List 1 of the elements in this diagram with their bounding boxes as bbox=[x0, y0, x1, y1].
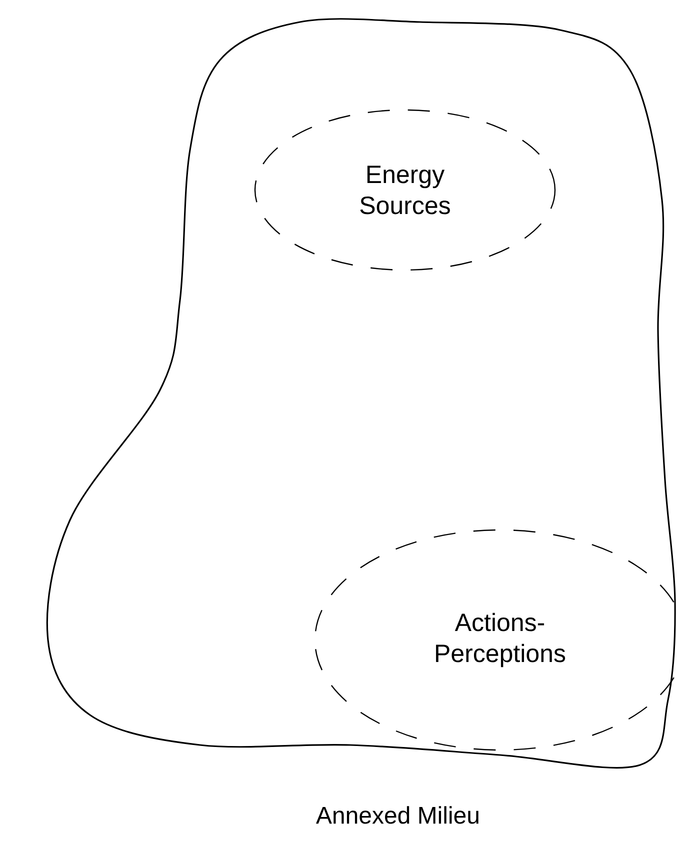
node-label: Annexed Milieu bbox=[316, 806, 478, 824]
